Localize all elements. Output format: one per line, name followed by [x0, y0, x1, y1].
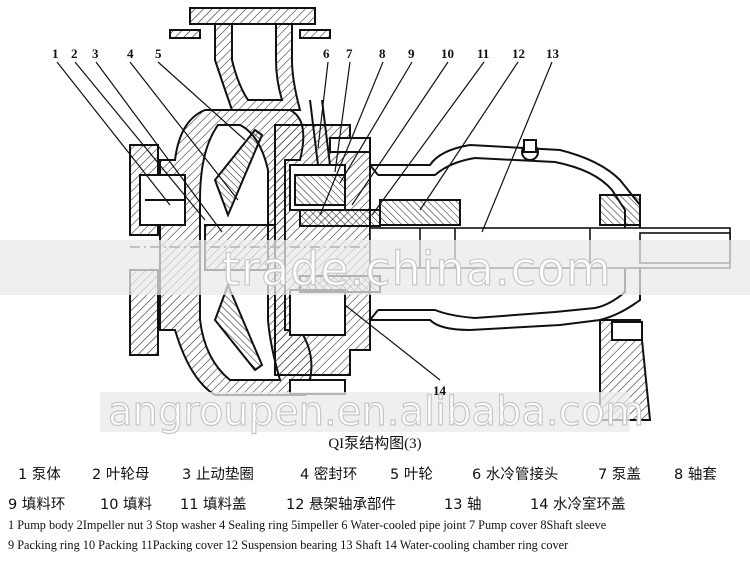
diagram-title: QI泵结构图(3) — [328, 436, 422, 452]
discharge-flange — [169, 7, 331, 111]
callout-2: 2 — [71, 46, 78, 61]
legend-cn-item: 1 泵体 — [18, 467, 61, 483]
watermark-band-top — [0, 240, 750, 295]
watermark-bottom: angroupen.en.alibaba.com — [108, 389, 644, 435]
callout-13: 13 — [546, 46, 560, 61]
callout-3: 3 — [92, 46, 99, 61]
legend-cn-item: 3 止动垫圈 — [182, 467, 254, 483]
legend-cn-item: 11 填料盖 — [180, 497, 247, 513]
legend-en-row-1: 1 Pump body 2Impeller nut 3 Stop washer … — [8, 518, 607, 532]
watermark-top: trade.china.com — [222, 242, 612, 296]
callout-11: 11 — [477, 46, 489, 61]
callout-1: 1 — [52, 46, 59, 61]
legend-cn-item: 6 水冷管接头 — [472, 467, 559, 483]
legend-en-row-2: 9 Packing ring 10 Packing 11Packing cove… — [8, 538, 569, 552]
legend-cn-item: 9 填料环 — [8, 497, 66, 513]
callout-10: 10 — [441, 46, 454, 61]
callout-9: 9 — [408, 46, 415, 61]
callout-5: 5 — [155, 46, 162, 61]
legend-cn-item: 4 密封环 — [300, 467, 358, 483]
callout-6: 6 — [323, 46, 330, 61]
legend-cn-item: 14 水冷室环盖 — [530, 497, 626, 513]
callout-12: 12 — [512, 46, 525, 61]
legend-cn-item: 8 轴套 — [674, 467, 717, 483]
callout-4: 4 — [127, 46, 134, 61]
legend-cn-item: 12 悬架轴承部件 — [286, 497, 397, 513]
legend-cn-item: 13 轴 — [444, 497, 482, 513]
legend-cn-item: 10 填料 — [100, 497, 153, 513]
callout-labels — [56, 61, 553, 381]
callout-14: 14 — [433, 383, 447, 398]
callout-8: 8 — [379, 46, 386, 61]
legend-cn-item: 2 叶轮母 — [92, 467, 150, 483]
legend-cn-item: 5 叶轮 — [390, 467, 433, 483]
watermark-band-bottom — [100, 392, 630, 432]
callout-7: 7 — [346, 46, 353, 61]
legend-cn-item: 7 泵盖 — [598, 467, 641, 483]
